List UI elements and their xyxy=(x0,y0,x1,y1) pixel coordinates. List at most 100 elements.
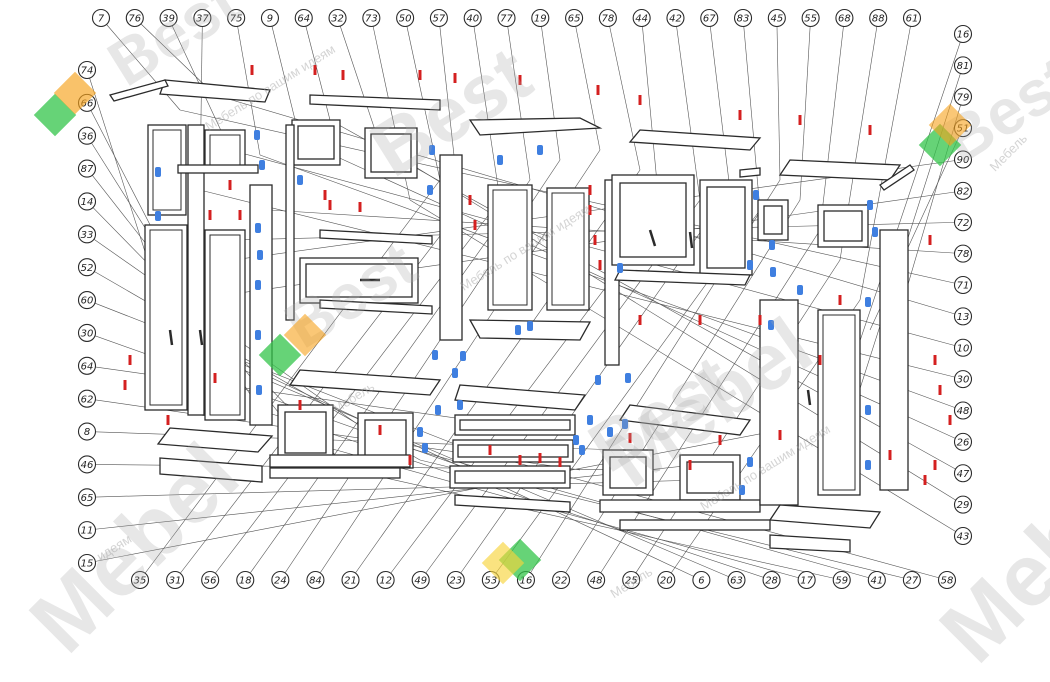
screw-marker-red xyxy=(408,455,412,465)
tower-door-right-glass xyxy=(551,192,585,306)
callout-number: 26 xyxy=(957,437,970,448)
connector-marker-blue xyxy=(427,185,433,195)
leader-line xyxy=(819,17,845,231)
callout-number: 90 xyxy=(957,155,970,166)
connector-marker-blue xyxy=(297,175,303,185)
screw-marker-red xyxy=(538,453,542,463)
callout-circle xyxy=(376,570,395,590)
screw-marker-red xyxy=(838,295,842,305)
right-tv-glass-1 xyxy=(609,456,647,489)
callout-circle xyxy=(953,464,973,483)
screw-marker-red xyxy=(688,460,692,470)
callout-number: 18 xyxy=(239,576,252,587)
glass-1 xyxy=(297,125,335,160)
callout-number: 13 xyxy=(957,312,970,323)
callout-circle xyxy=(125,8,144,28)
callout-circle xyxy=(77,291,97,310)
leader-line xyxy=(859,17,913,301)
callout-circle xyxy=(236,570,255,590)
callout-number: 52 xyxy=(81,263,94,274)
connector-marker-blue xyxy=(422,443,428,453)
screw-marker-red xyxy=(418,70,422,80)
callout-number: 58 xyxy=(941,576,954,587)
callout-circle xyxy=(767,8,786,28)
leader-line xyxy=(675,17,701,201)
connector-marker-blue xyxy=(429,145,435,155)
callout-number: 56 xyxy=(204,576,217,587)
handle xyxy=(198,329,204,346)
callout-number: 30 xyxy=(81,329,94,340)
leader-line xyxy=(349,469,842,581)
callout-circle xyxy=(727,570,746,590)
tower-door-left-glass xyxy=(492,189,528,306)
connector-marker-blue xyxy=(867,200,873,210)
callout-number: 31 xyxy=(169,576,182,587)
callout-circle xyxy=(666,8,685,28)
handle xyxy=(648,229,657,247)
callout-number: 59 xyxy=(835,576,848,587)
screw-marker-red xyxy=(328,200,332,210)
leader-line xyxy=(742,17,761,211)
drawer-2-front xyxy=(457,444,569,458)
leader-line xyxy=(560,199,801,581)
drawer-1-front xyxy=(459,419,571,431)
screw-marker-red xyxy=(298,400,302,410)
connector-marker-blue xyxy=(768,320,774,330)
callout-circle xyxy=(700,8,719,28)
right-glass-1 xyxy=(619,182,687,258)
far-right-side-2 xyxy=(879,229,909,491)
right-tv-plinth-2 xyxy=(619,519,771,531)
wall-top xyxy=(309,94,441,111)
callout-number: 78 xyxy=(602,14,615,25)
screw-marker-red xyxy=(588,185,592,195)
callout-number: 11 xyxy=(81,526,94,537)
callout-circle xyxy=(867,570,886,590)
connector-marker-blue xyxy=(256,385,262,395)
callout-number: 36 xyxy=(81,131,94,142)
callout-number: 71 xyxy=(957,281,970,292)
leader-line xyxy=(139,179,441,581)
callout-circle xyxy=(832,570,851,590)
handle xyxy=(168,329,174,346)
callout-number: 41 xyxy=(870,576,883,587)
callout-circle xyxy=(260,8,280,28)
callout-number: 16 xyxy=(520,576,533,587)
hardware-markers xyxy=(123,65,952,495)
callout-number: 37 xyxy=(196,14,209,25)
far-right-plinth-top xyxy=(768,504,882,529)
handle xyxy=(806,389,812,406)
connector-marker-blue xyxy=(587,415,593,425)
callout-circle xyxy=(130,570,150,590)
callout-circle xyxy=(463,8,482,28)
screw-marker-red xyxy=(323,190,327,200)
callout-number: 72 xyxy=(957,218,970,229)
callout-number: 64 xyxy=(297,14,310,25)
callout-number: 78 xyxy=(957,249,970,260)
drawer-3-front xyxy=(454,470,566,484)
tv-plinth xyxy=(269,454,411,468)
callout-number: 75 xyxy=(230,14,243,25)
connector-marker-blue xyxy=(739,485,745,495)
cabinet-parts xyxy=(108,79,915,553)
callout-circle xyxy=(77,126,97,145)
leader-line xyxy=(607,17,641,171)
leader-line xyxy=(708,17,731,191)
right-tv-glass-2 xyxy=(686,461,734,494)
connector-marker-blue xyxy=(155,211,161,221)
screw-marker-red xyxy=(123,380,127,390)
connector-marker-blue xyxy=(607,427,613,437)
callout-circle xyxy=(692,570,711,590)
screw-marker-red xyxy=(738,110,742,120)
callout-number: 88 xyxy=(872,14,885,25)
callout-number: 29 xyxy=(957,500,970,511)
connector-marker-blue xyxy=(254,130,260,140)
screw-marker-red xyxy=(698,315,702,325)
callout-circle xyxy=(937,570,957,590)
callout-number: 84 xyxy=(309,576,322,587)
drawer-front xyxy=(305,263,413,298)
callout-number: 19 xyxy=(534,14,547,25)
screw-marker-red xyxy=(798,115,802,125)
screw-marker-red xyxy=(868,125,872,135)
shelf-lower xyxy=(319,299,433,315)
connector-marker-blue xyxy=(255,223,261,233)
